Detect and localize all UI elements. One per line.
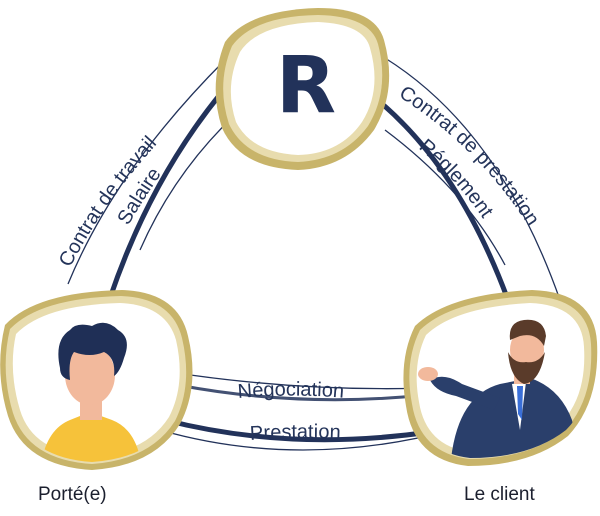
arc-bottom-upper — [169, 371, 431, 390]
label-prestation: Prestation — [249, 421, 341, 445]
caption-client: Le client — [464, 484, 535, 505]
thin-arcs — [67, 57, 561, 451]
arc-bottom-lower — [159, 429, 453, 451]
right-node — [403, 290, 598, 466]
edge-right-thick — [377, 99, 511, 303]
arc-left-outer — [67, 59, 226, 285]
top-node-inner — [230, 22, 375, 155]
label-negociation: Négociation — [237, 379, 345, 403]
arc-right-inner — [384, 129, 506, 266]
edge-bottom-upper-thick — [176, 383, 427, 402]
top-node: R — [215, 8, 390, 170]
person-porte-illustration — [40, 322, 142, 462]
label-reglement: Réglement — [415, 135, 498, 222]
edge-bottom-thick — [162, 417, 433, 443]
connection-lines — [107, 89, 511, 443]
left-node — [0, 290, 193, 470]
arc-right-outer — [384, 57, 561, 301]
r-logo: R — [276, 41, 336, 131]
caption-porte: Porté(e) — [38, 484, 107, 505]
edge-left-thick — [107, 89, 225, 301]
